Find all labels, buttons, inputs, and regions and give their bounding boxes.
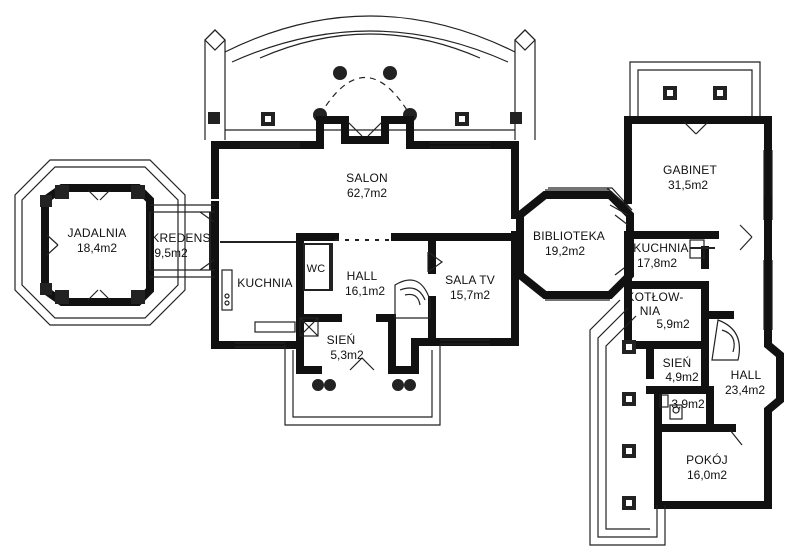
north-terrace <box>204 15 536 140</box>
column <box>392 379 404 391</box>
room-area-sien-right: 4,9m2 <box>665 370 699 384</box>
room-area-gabinet: 31,5m2 <box>667 178 709 192</box>
room-label-sien-center: SIEŃ <box>326 333 356 347</box>
column <box>383 66 397 80</box>
right-wing <box>589 61 784 546</box>
column <box>333 66 347 80</box>
room-area-kredens: 9,5m2 <box>154 246 188 260</box>
biblioteka-wing <box>516 187 634 301</box>
room-area-pokoj: 16,0m2 <box>686 468 728 482</box>
room-label-hall-right: HALL <box>730 368 762 382</box>
room-label-pokoj: POKÓJ <box>686 453 728 467</box>
room-area-hall-center: 16,1m2 <box>344 284 386 298</box>
room-label-sala-tv: SALA TV <box>445 273 495 287</box>
room-area-salon: 62,7m2 <box>346 186 388 200</box>
room-area-sala-tv: 15,7m2 <box>449 288 491 302</box>
wc-box <box>303 243 333 291</box>
room-label-gabinet: GABINET <box>662 163 718 177</box>
column <box>324 379 336 391</box>
room-label-biblioteka: BIBLIOTEKA <box>532 229 606 243</box>
room-label-kredens: KREDENS <box>151 231 211 245</box>
room-area-hall-right: 23,4m2 <box>724 383 766 397</box>
room-label-kotlownia-1: KOTŁOW- <box>626 290 684 304</box>
room-label-salon: SALON <box>346 171 388 185</box>
room-area-kuchnia-right: 17,8m2 <box>636 256 678 270</box>
jadalnia-wing <box>14 159 215 326</box>
terrace-pillar <box>510 112 522 124</box>
room-label-wc: WC <box>306 263 326 275</box>
south-porch <box>284 317 441 426</box>
room-area-bath-small: 3,9m2 <box>671 397 705 411</box>
room-area-jadalnia: 18,4m2 <box>76 241 118 255</box>
room-label-kuchnia-right: KUCHNIA <box>633 241 689 255</box>
terrace-pillar <box>208 112 220 124</box>
room-area-kotlownia: 5,9m2 <box>656 317 690 331</box>
room-label-kotlownia-2: NIA <box>639 304 661 318</box>
room-label-hall-center: HALL <box>346 269 378 283</box>
room-label-jadalnia: JADALNIA <box>67 226 127 240</box>
room-area-biblioteka: 19,2m2 <box>544 244 586 258</box>
room-area-sien-center: 5,3m2 <box>330 348 364 362</box>
room-label-sien-right: SIEŃ <box>662 356 692 370</box>
room-label-kuchnia-left: KUCHNIA <box>237 276 293 290</box>
column <box>404 379 416 391</box>
column <box>312 379 324 391</box>
main-walls <box>211 116 519 374</box>
